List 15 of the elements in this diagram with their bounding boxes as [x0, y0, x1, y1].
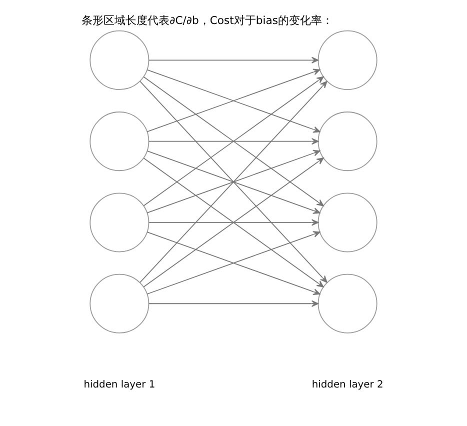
arrow — [148, 56, 319, 64]
node-circle — [318, 112, 378, 172]
arrow — [148, 300, 319, 307]
node-circle — [90, 192, 150, 252]
label: hidden layer 1 — [84, 379, 156, 390]
arrow — [143, 158, 324, 288]
arrow — [148, 219, 319, 226]
arrow — [148, 138, 319, 145]
node-circle — [90, 30, 150, 90]
node-circle — [90, 112, 150, 172]
label: hidden layer 2 — [312, 379, 384, 390]
arrow — [143, 76, 324, 206]
node-circle — [318, 192, 378, 252]
node-circle — [90, 274, 150, 334]
diagram-title: 条形区域长度代表∂C/∂b，Cost对于bias的变化率： — [82, 14, 334, 28]
